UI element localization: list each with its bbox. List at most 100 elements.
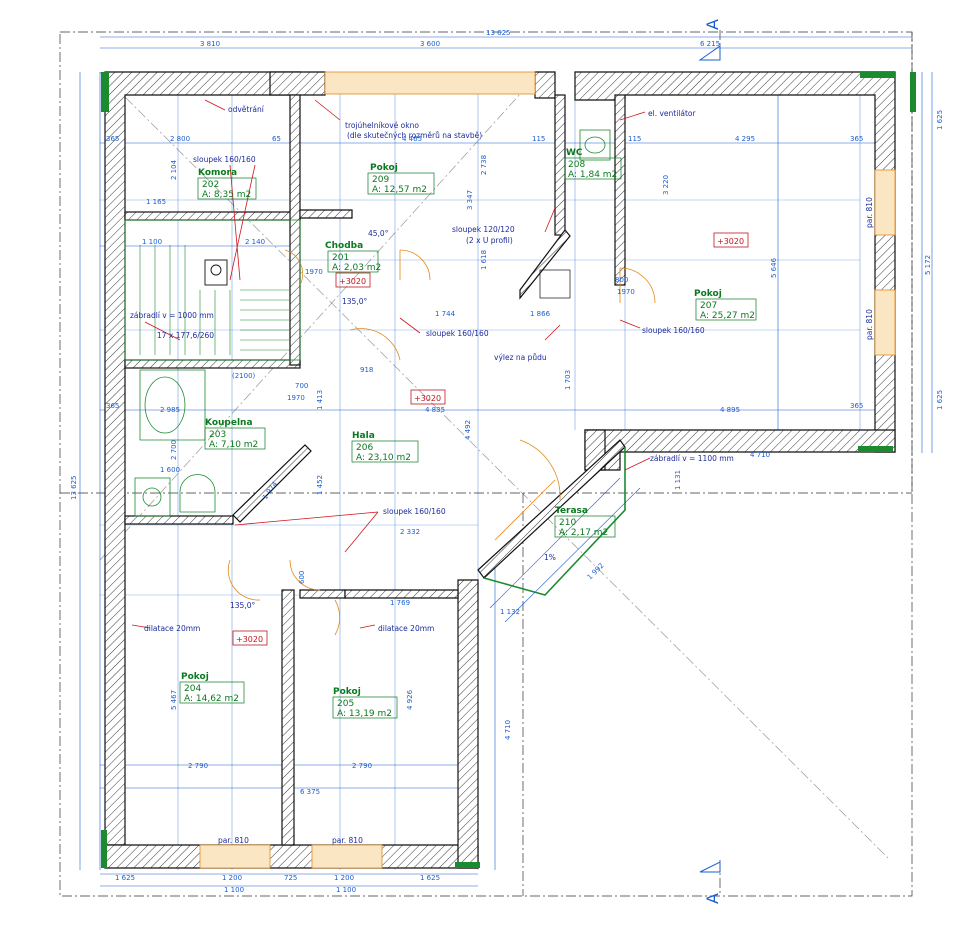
dim-2104: 2 104 xyxy=(170,159,178,180)
svg-text:209: 209 xyxy=(372,175,389,185)
dim-5467: 5 467 xyxy=(170,690,178,710)
dim-1132: 1 132 xyxy=(500,608,520,616)
dimension-grid xyxy=(79,36,933,887)
room-hala: Hala 206 A: 23,10 m2 xyxy=(351,431,419,463)
dim-width-4710: 4 710 xyxy=(750,451,770,459)
note-column-1: sloupek 160/160 xyxy=(193,155,256,164)
dim-365d: 365 xyxy=(850,402,863,410)
level-marker: +3020 xyxy=(414,394,441,403)
dim-left-total: 13 625 xyxy=(70,476,78,501)
note-parapet-2: par. 810 xyxy=(865,309,874,340)
dim-bottom-1200a: 1 200 xyxy=(222,874,242,882)
room-terasa: Terasa 210 A: 2,17 m2 xyxy=(554,506,616,538)
room-pokoj-209: Pokoj 209 A: 12,57 m2 xyxy=(367,163,435,195)
level-marker: +3020 xyxy=(717,237,744,246)
svg-text:205: 205 xyxy=(337,699,354,709)
dim-1866: 1 866 xyxy=(530,310,551,318)
svg-text:206: 206 xyxy=(356,443,373,453)
svg-text:Komora: Komora xyxy=(198,168,237,178)
terrace-outline xyxy=(483,447,641,623)
note-triangle-window: trojúhelníkové okno xyxy=(345,121,419,130)
dim-65a: 65 xyxy=(272,135,281,143)
dim-1165: 1 165 xyxy=(146,198,166,206)
note-column-2: sloupek 160/160 xyxy=(426,329,489,338)
svg-text:A: 25,27 m2: A: 25,27 m2 xyxy=(700,311,755,321)
section-mark-bottom: A xyxy=(703,893,722,904)
dim-height-4710: 4 710 xyxy=(504,720,512,740)
svg-text:WC: WC xyxy=(566,148,583,158)
dim-2140: 2 140 xyxy=(245,238,265,246)
dim-1703: 1 703 xyxy=(564,370,572,390)
note-attic-hatch: výlez na půdu xyxy=(494,353,547,362)
dim-115b: 115 xyxy=(628,135,641,143)
svg-text:207: 207 xyxy=(700,301,717,311)
room-koupelna: Koupelna 203 A: 7,10 m2 xyxy=(204,418,266,450)
svg-text:A: 7,10 m2: A: 7,10 m2 xyxy=(209,440,258,450)
note-parapet-3: par. 810 xyxy=(218,836,249,845)
dim-right-c: 1 625 xyxy=(936,390,944,410)
dim-3347: 3 347 xyxy=(466,190,474,210)
svg-text:A: 12,57 m2: A: 12,57 m2 xyxy=(372,185,427,195)
svg-text:A: 8,35 m2: A: 8,35 m2 xyxy=(202,190,251,200)
svg-text:A: 14,62 m2: A: 14,62 m2 xyxy=(184,694,239,704)
room-komora: Komora 202 A: 8,35 m2 xyxy=(197,168,257,200)
dim-4895: 4 895 xyxy=(720,406,740,414)
note-railing-1: zábradlí v = 1000 mm xyxy=(130,311,214,320)
svg-text:A: 13,19 m2: A: 13,19 m2 xyxy=(337,709,392,719)
note-odvetrani: odvětrání xyxy=(228,105,265,114)
dim-right-b: 5 172 xyxy=(924,255,932,275)
dim-1600: 1 600 xyxy=(160,466,180,474)
svg-text:Pokoj: Pokoj xyxy=(181,672,209,682)
svg-text:201: 201 xyxy=(332,253,349,263)
dim-2790a: 2 790 xyxy=(188,762,208,770)
svg-text:A: 1,84 m2: A: 1,84 m2 xyxy=(568,170,617,180)
svg-text:Hala: Hala xyxy=(352,431,375,441)
bathroom-fixtures xyxy=(134,129,611,517)
dim-700: 700 xyxy=(295,382,308,390)
overall-dimensions: 13 625 3 810 3 600 6 215 13 625 1 625 5 … xyxy=(70,29,944,894)
note-triangle-window-2: (dle skutečných rozměrů na stavbě) xyxy=(347,131,482,140)
dim-bottom-1100a: 1 100 xyxy=(224,886,244,894)
svg-text:Pokoj: Pokoj xyxy=(370,163,398,173)
dim-2700: 2 700 xyxy=(170,440,178,460)
svg-text:Chodba: Chodba xyxy=(325,241,363,251)
note-angle-1: 45,0° xyxy=(368,229,389,238)
dim-3220: 3 220 xyxy=(662,175,670,195)
dim-bottom-1100b: 1 100 xyxy=(336,886,356,894)
room-pokoj-204: Pokoj 204 A: 14,62 m2 xyxy=(179,672,245,704)
dim-bottom-right: 1 625 xyxy=(420,874,440,882)
dim-2790b: 2 790 xyxy=(352,762,372,770)
dim-2100: (2100) xyxy=(232,372,256,380)
doors xyxy=(227,249,656,636)
note-dilatation-1: dilatace 20mm xyxy=(144,624,200,633)
dim-top-left: 3 810 xyxy=(200,40,220,48)
windows xyxy=(199,71,896,869)
interior-walls xyxy=(124,94,626,846)
dim-2985: 2 985 xyxy=(160,406,180,414)
dim-top-right: 6 215 xyxy=(700,40,720,48)
note-angle-3: 135,0° xyxy=(230,601,255,610)
room-pokoj-207: Pokoj 207 A: 25,27 m2 xyxy=(694,289,757,321)
annotations: odvětrání trojúhelníkové okno (dle skute… xyxy=(130,105,874,845)
dim-5646: 5 646 xyxy=(770,257,778,278)
svg-text:210: 210 xyxy=(559,518,576,528)
note-ventilator: el. ventilátor xyxy=(648,109,697,118)
svg-text:203: 203 xyxy=(209,430,226,440)
dim-1769: 1 769 xyxy=(390,599,410,607)
note-leaders xyxy=(131,99,651,629)
dim-1992: 1 992 xyxy=(586,562,606,582)
note-stairs: 17 x 177,6/260 xyxy=(157,331,214,340)
dim-1970a: 1970 xyxy=(305,268,323,276)
svg-text:A: 23,10 m2: A: 23,10 m2 xyxy=(356,453,411,463)
dim-bottom-left: 1 625 xyxy=(115,874,135,882)
dim-800: 800 xyxy=(615,276,628,284)
svg-text:208: 208 xyxy=(568,160,585,170)
section-marks: A A xyxy=(698,19,722,904)
dim-1452: 1 452 xyxy=(316,475,324,495)
svg-text:A: 2,17 m2: A: 2,17 m2 xyxy=(559,528,608,538)
dim-918: 918 xyxy=(360,366,373,374)
note-column-120: sloupek 120/120 xyxy=(452,225,515,234)
section-mark-top: A xyxy=(703,19,722,30)
room-chodba: Chodba 201 A: 2,03 m2 xyxy=(325,241,381,273)
